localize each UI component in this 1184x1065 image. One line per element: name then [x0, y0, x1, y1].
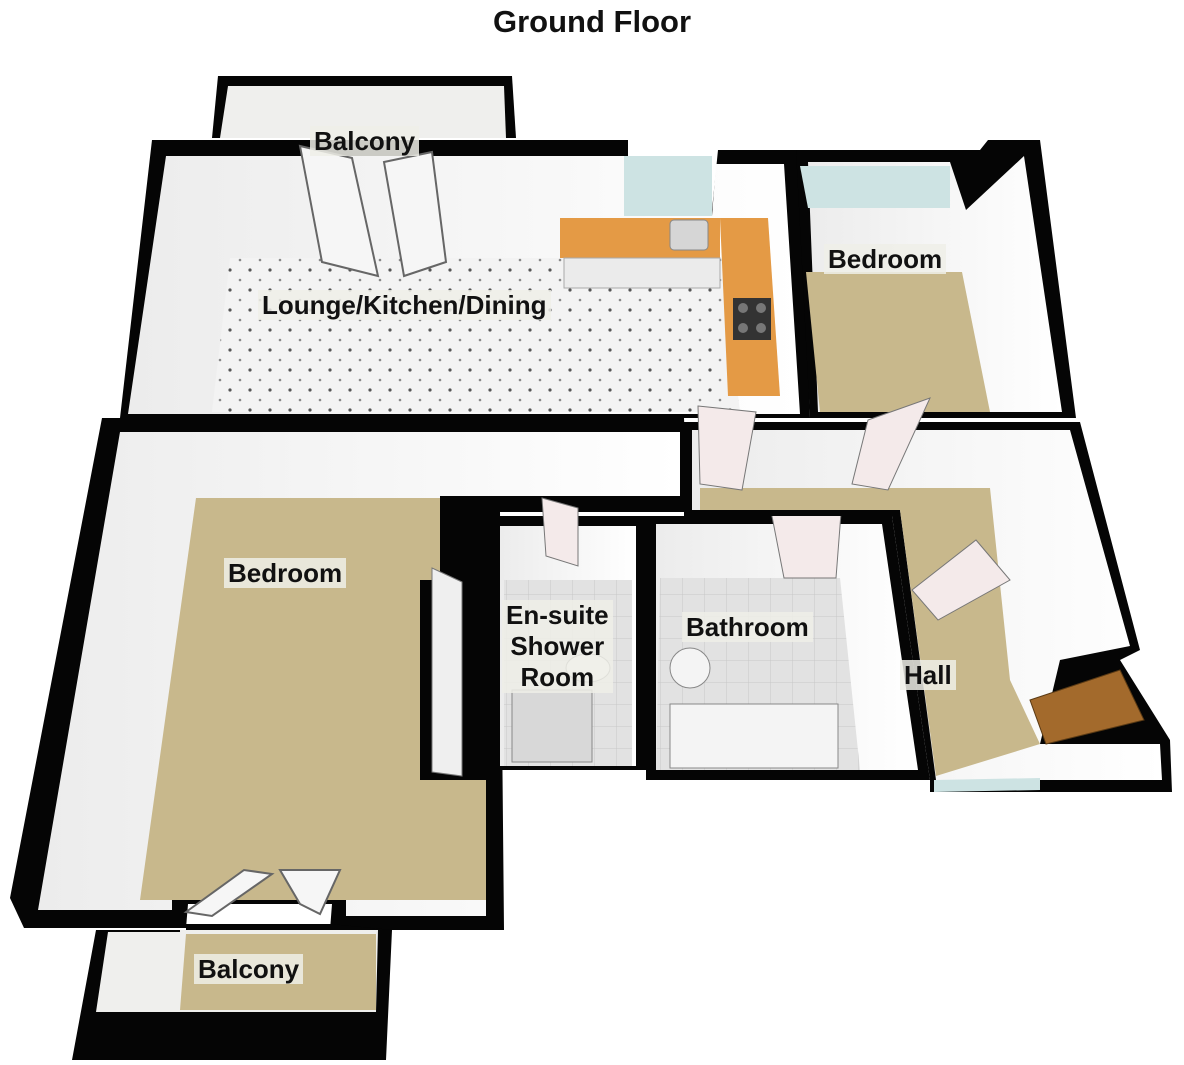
balcony-door-bl-right: [278, 869, 342, 916]
label-bedroom-left: Bedroom: [224, 558, 347, 588]
label-bathroom: Bathroom: [682, 612, 813, 642]
label-lounge-kitchen-dining: Lounge/Kitchen/Dining: [258, 290, 551, 320]
balcony-top: [212, 76, 516, 138]
balcony-bottom: [72, 924, 392, 1060]
cupboard-door: [911, 539, 1011, 621]
hall: [684, 397, 1172, 792]
wardrobe: [431, 567, 463, 777]
label-ensuite-line3: Room: [520, 662, 595, 692]
carpet-bedroom-right: [806, 272, 990, 412]
lounge-door: [697, 405, 757, 491]
window-bedroom: [800, 166, 950, 208]
entrance-door: [1029, 669, 1145, 745]
shower-tray: [511, 689, 593, 763]
label-hall: Hall: [900, 660, 956, 690]
floor-title: Ground Floor: [492, 4, 692, 39]
bedroom-right: [796, 140, 1076, 418]
carpet-bedroom-left: [140, 498, 486, 900]
label-ensuite: En-suite Shower Room: [502, 600, 613, 693]
label-balcony-top: Balcony: [310, 126, 420, 156]
bedroom-left: [10, 418, 688, 930]
hob-icon: [733, 298, 771, 340]
bathtub: [669, 703, 839, 769]
label-ensuite-line1: En-suite: [506, 600, 609, 630]
toilet-bathroom: [669, 647, 711, 689]
kitchen-units: [563, 257, 721, 289]
label-ensuite-line2: Shower: [510, 631, 605, 661]
label-bedroom-right: Bedroom: [824, 244, 947, 274]
bedroom-right-door: [851, 397, 931, 491]
window-hall: [934, 778, 1040, 792]
ensuite-door: [541, 497, 579, 567]
balcony-door-bl-left: [183, 868, 275, 918]
lounge-kitchen-dining: [120, 140, 810, 418]
label-balcony-bottom: Balcony: [194, 954, 304, 984]
sink-icon: [669, 219, 709, 251]
window-kitchen: [624, 156, 712, 216]
